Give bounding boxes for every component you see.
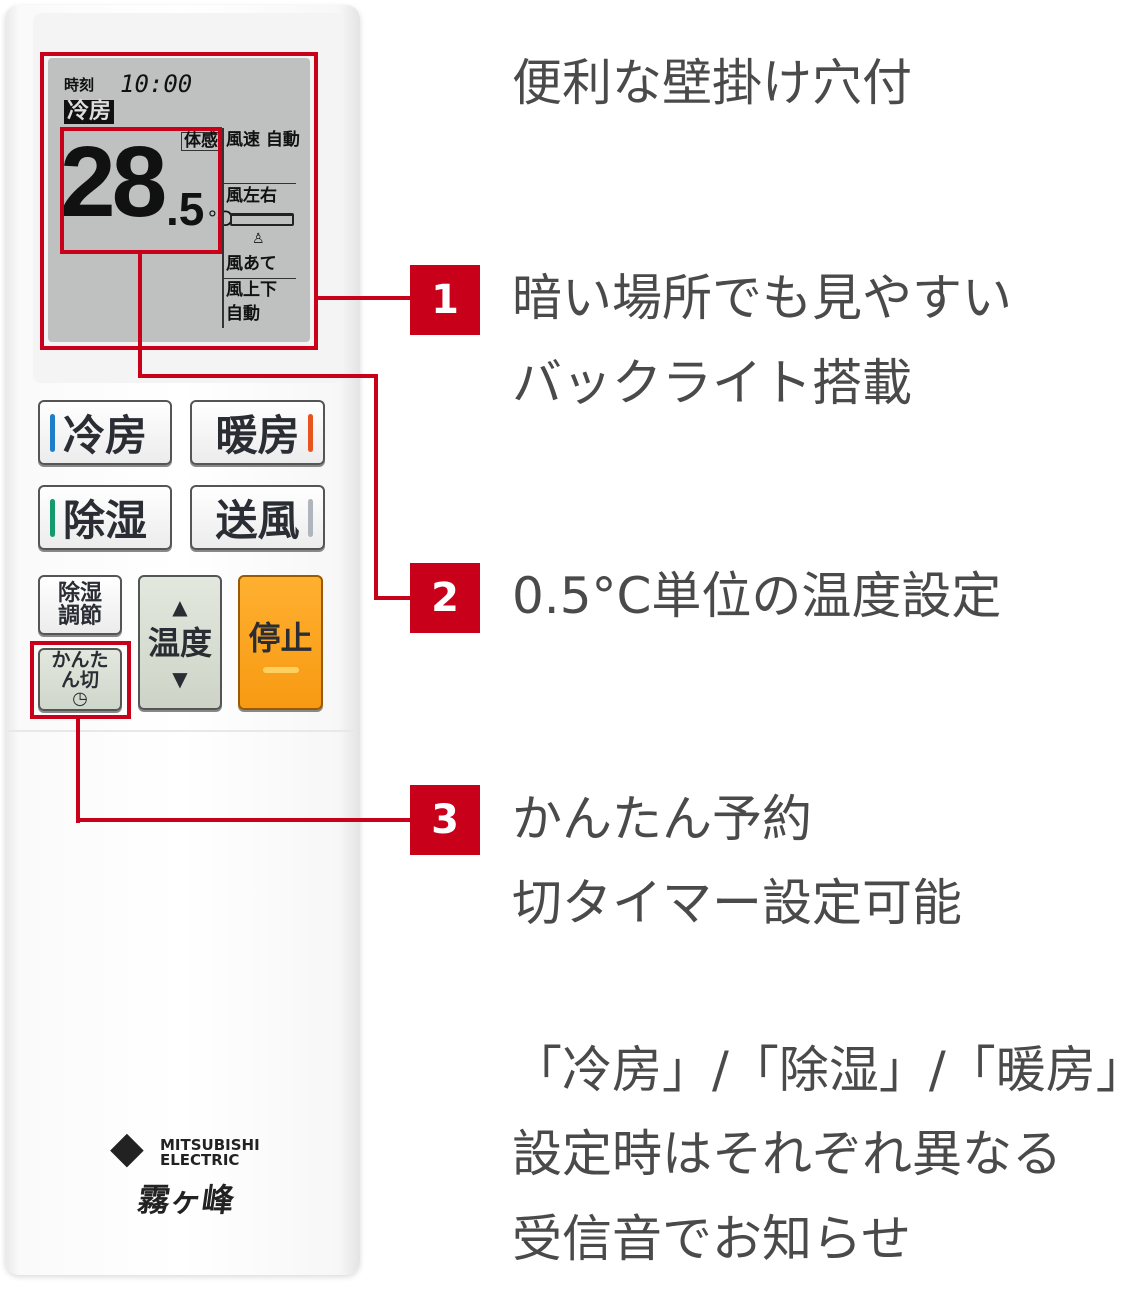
temperature-button[interactable]: ▲ 温度 ▼ <box>138 575 222 710</box>
bottom-note-line-3: 受信音でお知らせ <box>512 1210 911 1268</box>
dry-adjust-label: 除湿調節 <box>57 580 102 629</box>
callout-1-line-2: バックライト搭載 <box>512 354 912 412</box>
dry-button[interactable]: 除湿 <box>38 485 172 550</box>
callout-2-line-1: 0.5°C単位の温度設定 <box>512 567 1002 625</box>
leader-line-2a <box>138 252 142 378</box>
brand-logo: MITSUBISHI ELECTRIC <box>160 1136 260 1169</box>
top-note: 便利な壁掛け穴付 <box>512 54 912 112</box>
dry-indicator <box>50 499 55 537</box>
series-logo: 霧ヶ峰 <box>135 1181 237 1219</box>
bottom-note-line-2: 設定時はそれぞれ異なる <box>512 1125 1062 1183</box>
lcd-temperature-decimal: .5 <box>166 183 205 235</box>
leader-line-3b <box>76 818 412 822</box>
lcd-vane-lr: 風左右 <box>226 186 277 206</box>
mitsubishi-logo-icon: ◆ <box>110 1122 144 1173</box>
lcd-vane-ud: 風上下 <box>226 280 277 300</box>
lcd-display: 時刻 10:00 冷房 28 .5 °C 体感 風速 自動 風左右 ♙ 風あて … <box>48 58 310 342</box>
bottom-note-line-1: 「冷房」/「除湿」/「暖房」 <box>512 1041 1128 1099</box>
leader-line-2c <box>374 374 378 600</box>
person-icon: ♙ <box>252 231 265 247</box>
fan-indicator <box>308 499 313 537</box>
cover-seam <box>8 730 358 732</box>
clock-label: 時刻 <box>64 76 95 94</box>
fan-button[interactable]: 送風 <box>190 485 325 550</box>
callout-3-line-2: 切タイマー設定可能 <box>512 874 962 932</box>
cool-label: 冷房 <box>62 411 147 460</box>
kantan-off-label: かんたん切 <box>51 648 109 691</box>
cool-button[interactable]: 冷房 <box>38 400 172 465</box>
temp-label: 温度 <box>147 623 212 662</box>
lcd-divider <box>222 128 224 328</box>
callout-badge-2: 2 <box>410 563 480 633</box>
leader-line-2b <box>138 374 378 378</box>
heat-button[interactable]: 暖房 <box>190 400 325 465</box>
dry-label: 除湿 <box>62 496 147 545</box>
lcd-fan-speed: 風速 自動 <box>226 130 300 150</box>
lcd-kazeate: 風あて <box>226 254 277 274</box>
leader-line-1 <box>316 296 412 300</box>
lcd-temperature: 28 <box>60 126 167 238</box>
temp-down-icon[interactable]: ▼ <box>172 666 188 691</box>
temp-up-icon[interactable]: ▲ <box>172 594 188 619</box>
callout-1-line-1: 暗い場所でも見やすい <box>512 269 1012 327</box>
backlight-highlight <box>40 52 318 350</box>
heat-indicator <box>308 414 313 452</box>
clock-value: 10:00 <box>120 70 193 98</box>
fan-label: 送風 <box>215 496 300 545</box>
lcd-separator <box>224 278 296 279</box>
temperature-highlight <box>60 127 222 254</box>
vane-icon <box>230 213 294 226</box>
callout-badge-1: 1 <box>410 265 480 335</box>
lcd-mode: 冷房 <box>64 100 115 124</box>
callout-badge-3: 3 <box>410 785 480 855</box>
lcd-auto: 自動 <box>226 304 260 324</box>
kantan-off-button[interactable]: かんたん切 ◷ <box>38 648 122 711</box>
stop-label: 停止 <box>248 618 313 657</box>
callout-3-line-1: かんたん予約 <box>512 790 812 848</box>
cool-indicator <box>50 414 55 452</box>
dry-adjust-button[interactable]: 除湿調節 <box>38 575 122 635</box>
leader-line-2d <box>374 596 412 600</box>
heat-label: 暖房 <box>215 411 300 460</box>
leader-line-3a <box>76 717 80 823</box>
clock-icon: ◷ <box>72 688 88 710</box>
lcd-separator <box>224 183 296 184</box>
stop-indicator <box>262 666 299 673</box>
kantan-highlight <box>30 641 131 719</box>
stop-button[interactable]: 停止 <box>238 575 323 710</box>
